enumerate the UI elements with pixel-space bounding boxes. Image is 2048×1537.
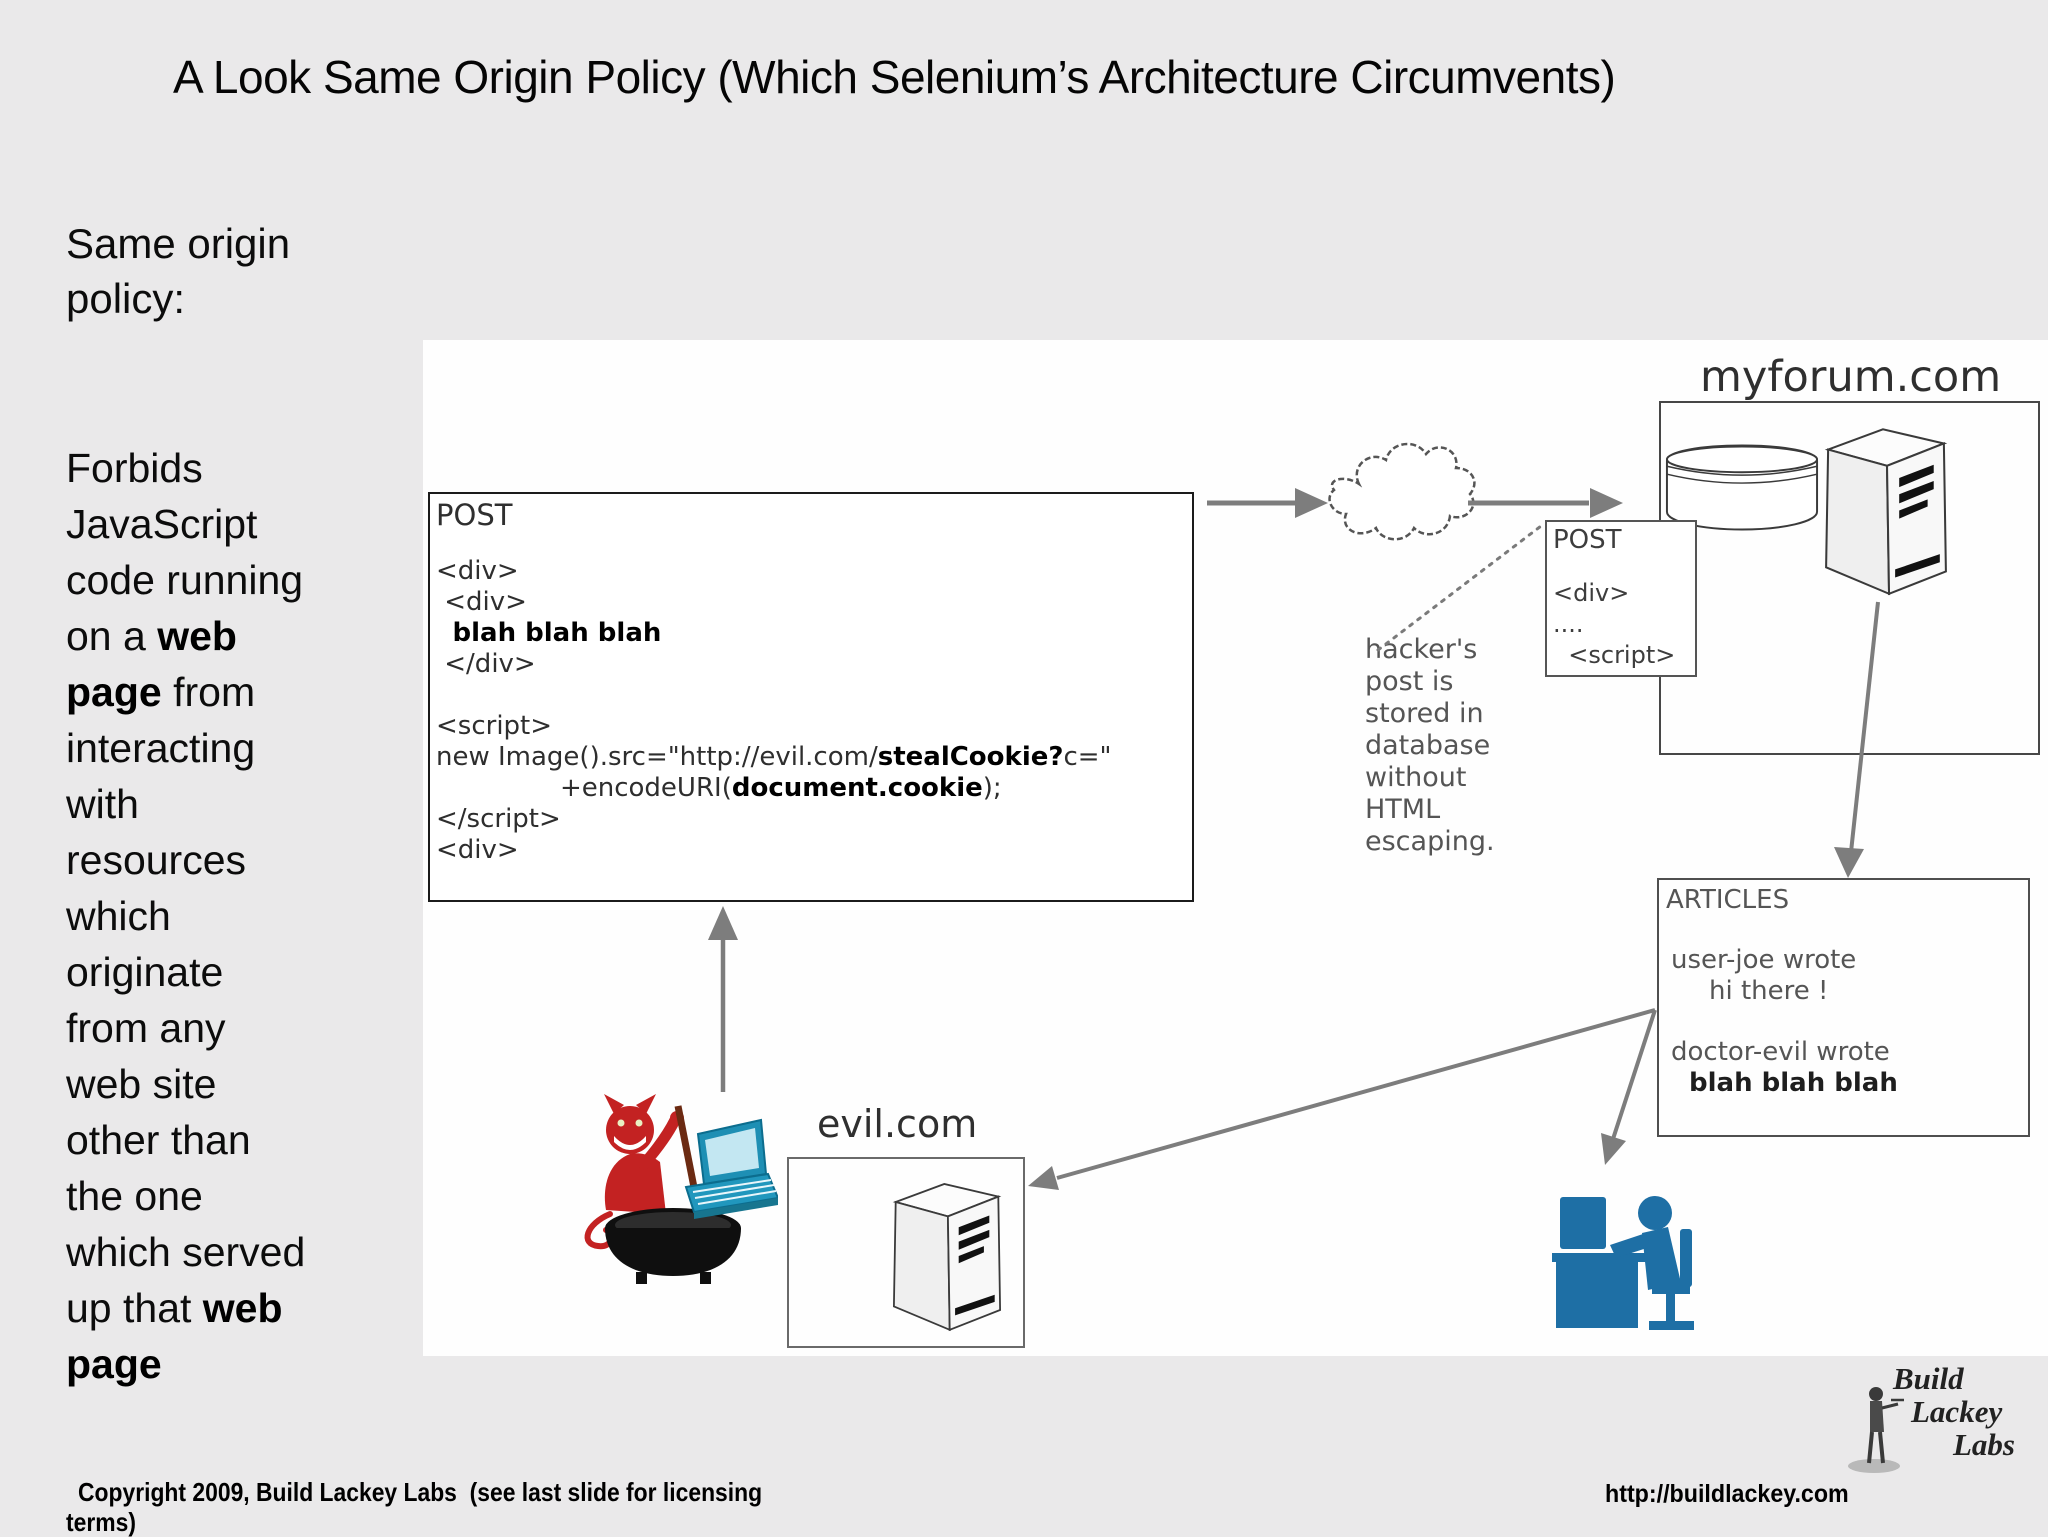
evil-domain-label: evil.com bbox=[817, 1102, 978, 1146]
evil-server-icon bbox=[892, 1183, 1002, 1332]
article-message: hi there ! bbox=[1709, 976, 1829, 1006]
page-title: A Look Same Origin Policy (Which Seleniu… bbox=[173, 51, 1616, 103]
site-url: http://buildlackey.com bbox=[1605, 1480, 1849, 1508]
logo-line: Labs bbox=[1953, 1427, 2015, 1462]
server-icon bbox=[1824, 428, 1948, 596]
cloud-icon bbox=[1328, 442, 1476, 541]
devil-hacker-icon bbox=[584, 1094, 778, 1284]
logo-line: Build bbox=[1893, 1361, 1964, 1396]
copyright-line-2: terms) bbox=[66, 1507, 136, 1537]
logo-line: Lackey bbox=[1911, 1394, 2003, 1429]
mini-post-code: <div>.... <script> bbox=[1553, 579, 1676, 669]
mini-post-label: POST bbox=[1553, 525, 1622, 555]
post-request-label: POST bbox=[436, 498, 513, 532]
article-author: doctor-evil wrote bbox=[1671, 1037, 1890, 1067]
articles-label: ARTICLES bbox=[1666, 885, 1790, 915]
article-author: user-joe wrote bbox=[1671, 945, 1857, 975]
logo-text: Build Lackey Labs bbox=[1880, 1362, 2015, 1461]
mini-post-box: POST <div>.... <script> bbox=[1545, 520, 1697, 677]
post-request-code: <div> <div> blah blah blah </div> <scrip… bbox=[436, 556, 1112, 865]
laptop-icon bbox=[684, 1118, 778, 1219]
butler-logo-icon bbox=[1848, 1387, 1904, 1473]
myforum-domain-label: myforum.com bbox=[1700, 352, 2002, 402]
article-message: blah blah blah bbox=[1689, 1068, 1898, 1098]
evil-site-box bbox=[787, 1157, 1025, 1348]
devil-body bbox=[604, 1094, 684, 1214]
database-icon bbox=[1665, 444, 1819, 531]
cauldron-icon bbox=[605, 1208, 741, 1284]
person-at-desk-icon bbox=[1552, 1196, 1694, 1330]
copyright-line-1: Copyright 2009, Build Lackey Labs (see l… bbox=[78, 1477, 763, 1507]
post-request-box: POST <div> <div> blah blah blah </div> <… bbox=[428, 492, 1194, 902]
